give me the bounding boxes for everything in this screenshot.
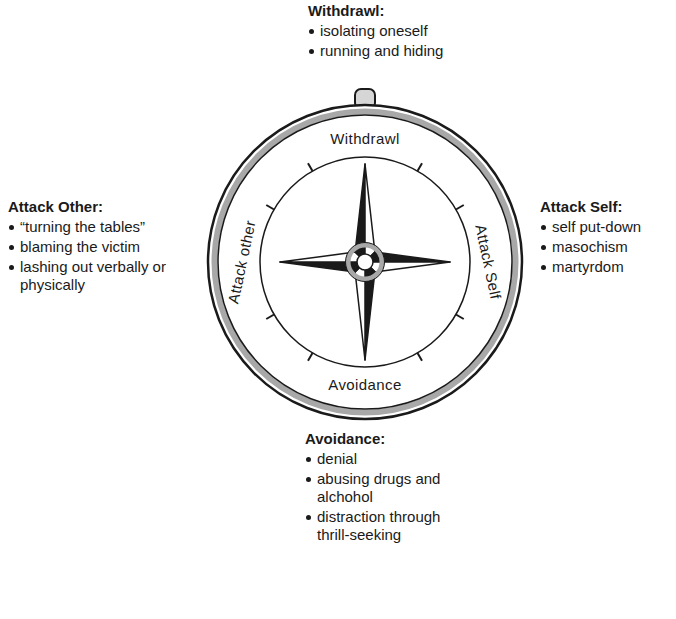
list-text: lashing out verbally or physically (20, 258, 166, 293)
compass-dial (260, 157, 470, 367)
list-item: abusing drugs and alchohol (305, 470, 467, 506)
dial-tick (456, 315, 464, 320)
dial-tick (456, 205, 464, 210)
list-item: self put-down (540, 218, 670, 236)
compass-band (215, 112, 516, 413)
list-text: masochism (552, 238, 628, 255)
bullet-dot (9, 225, 14, 230)
list-item: lashing out verbally or physically (8, 258, 168, 294)
list-item: masochism (540, 238, 670, 256)
bullet-dot (306, 477, 311, 482)
dial-tick (266, 205, 274, 210)
dial-label: Withdrawl (330, 130, 399, 148)
list-item: “turning the tables” (8, 218, 168, 236)
dial-label: Avoidance (328, 376, 401, 394)
compass-hub-edge (346, 243, 385, 282)
list-block: Avoidance: denial abusing drugs and alchoh… (305, 430, 467, 544)
compass-inner-rim (218, 115, 512, 409)
bullet-dot (541, 225, 546, 230)
list-heading: Avoidance: (305, 430, 467, 448)
dial-tick (308, 163, 313, 171)
compass-star (280, 164, 450, 360)
dial-tick (266, 315, 274, 320)
list-heading: Attack Other: (8, 198, 168, 216)
compass-hub-ring (348, 245, 382, 279)
bullet-dot (9, 245, 14, 250)
dial-label: Attack Self (471, 223, 504, 301)
list-item: blaming the victim (8, 238, 168, 256)
list-text: distraction through thrill-seeking (317, 508, 440, 543)
list-text: blaming the victim (20, 238, 140, 255)
list-item: distraction through thrill-seeking (305, 508, 467, 544)
bullet-dot (541, 245, 546, 250)
dial-tick (418, 353, 423, 361)
list-text: martyrdom (552, 258, 624, 275)
list-item: denial (305, 450, 467, 468)
dial-tick (308, 353, 313, 361)
bullet-dot (306, 515, 311, 520)
list-heading: Attack Self: (540, 198, 670, 216)
dial-label: Attack other (224, 219, 259, 306)
list-item: isolating oneself (308, 22, 498, 40)
list-item: martyrdom (540, 258, 670, 276)
bullet-dot (309, 29, 314, 34)
list-block: Withdrawl: isolating oneself running and h… (308, 2, 498, 60)
list-text: denial (317, 450, 357, 467)
list-text: “turning the tables” (20, 218, 145, 235)
list-text: abusing drugs and alchohol (317, 470, 440, 505)
list-text: isolating oneself (320, 22, 428, 39)
bullet-dot (306, 457, 311, 462)
compass-ticks (266, 163, 463, 360)
bullet-dot (541, 265, 546, 270)
list-block: Attack Other: “turning the tables” blaming… (8, 198, 168, 294)
bullet-dot (309, 49, 314, 54)
compass-rim (208, 105, 522, 419)
list-block: Attack Self: self put-down masochism martyr… (540, 198, 670, 276)
list-text: running and hiding (320, 42, 443, 59)
compass-pivot (357, 254, 373, 270)
list-heading: Withdrawl: (308, 2, 498, 20)
list-item: running and hiding (308, 42, 498, 60)
dial-tick (418, 163, 423, 171)
list-text: self put-down (552, 218, 641, 235)
bullet-dot (9, 265, 14, 270)
